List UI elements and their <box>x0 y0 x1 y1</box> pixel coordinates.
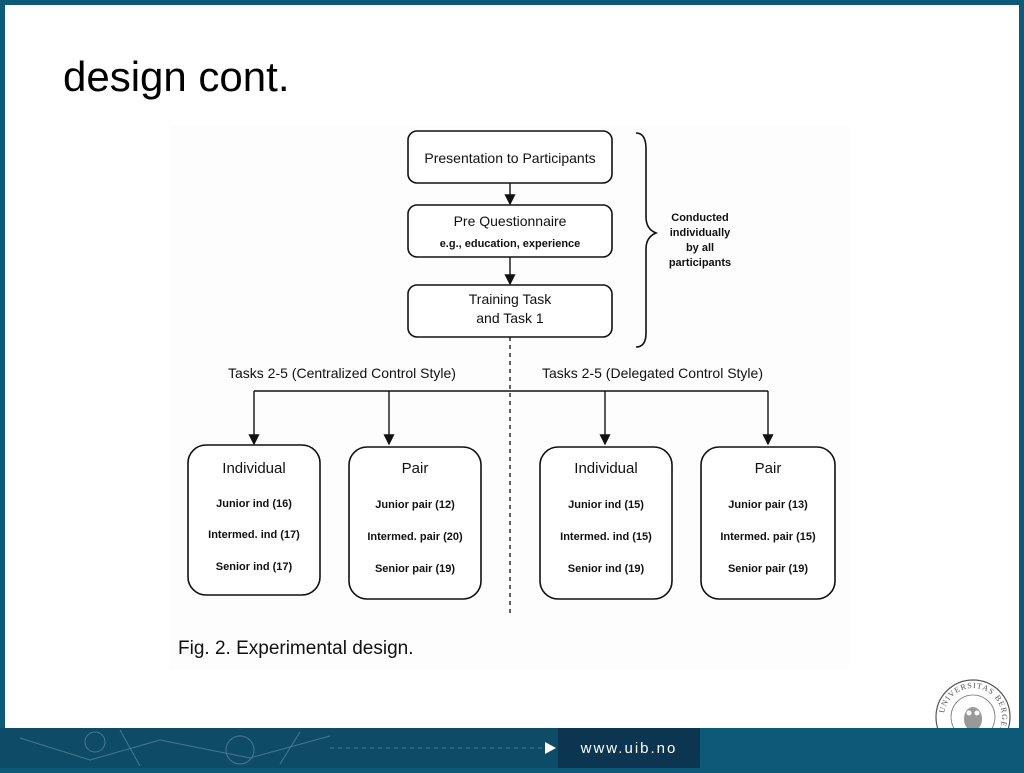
group-1-item-1: Junior ind (16) <box>216 498 292 510</box>
experimental-design-figure: Presentation to Participants Pre Questio… <box>170 125 850 670</box>
group-2-item-1: Junior pair (12) <box>375 499 455 511</box>
group-2-item-3: Senior pair (19) <box>375 563 455 575</box>
group-1-item-2: Intermed. ind (17) <box>208 529 300 541</box>
group-4-item-2: Intermed. pair (15) <box>720 531 816 543</box>
group-box-3 <box>539 446 673 600</box>
group-box-4 <box>700 446 836 600</box>
branch-left-label: Tasks 2-5 (Centralized Control Style) <box>228 365 456 381</box>
group-box-2 <box>348 446 482 600</box>
group-3-heading: Individual <box>574 460 637 477</box>
footer-bar: www.uib.no <box>0 728 1024 768</box>
group-4-item-3: Senior pair (19) <box>728 563 808 575</box>
group-box-1 <box>187 444 321 596</box>
branch-right-label: Tasks 2-5 (Delegated Control Style) <box>542 365 763 381</box>
step-pre-questionnaire-subtitle: e.g., education, experience <box>440 238 581 250</box>
individual-brace <box>635 132 659 348</box>
group-4-heading: Pair <box>755 460 782 477</box>
footer-website-link[interactable]: www.uib.no <box>558 728 700 768</box>
step-pre-questionnaire-title: Pre Questionnaire <box>454 213 567 229</box>
brace-label-line4: participants <box>669 257 731 269</box>
group-3-item-3: Senior ind (19) <box>568 563 645 575</box>
brace-label-line1: Conducted <box>671 212 728 224</box>
group-3-item-1: Junior ind (15) <box>568 499 644 511</box>
slide-title: design cont. <box>63 53 290 100</box>
group-3-item-2: Intermed. ind (15) <box>560 531 652 543</box>
step-training-task-line1: Training Task <box>469 291 552 307</box>
brace-label-line3: by all <box>686 242 714 254</box>
group-2-heading: Pair <box>402 460 429 477</box>
step-presentation-label: Presentation to Participants <box>424 150 595 166</box>
group-1-item-3: Senior ind (17) <box>216 561 293 573</box>
slide-canvas: design cont. Presentation to Participant… <box>5 5 1019 755</box>
step-training-task-line2: and Task 1 <box>476 310 544 326</box>
group-2-item-2: Intermed. pair (20) <box>367 531 463 543</box>
brace-label-line2: individually <box>670 227 731 239</box>
group-4-item-1: Junior pair (13) <box>728 499 808 511</box>
group-1-heading: Individual <box>222 460 285 477</box>
design-diagram: Presentation to Participants Pre Questio… <box>187 130 836 615</box>
figure-caption: Fig. 2. Experimental design. <box>178 638 414 659</box>
